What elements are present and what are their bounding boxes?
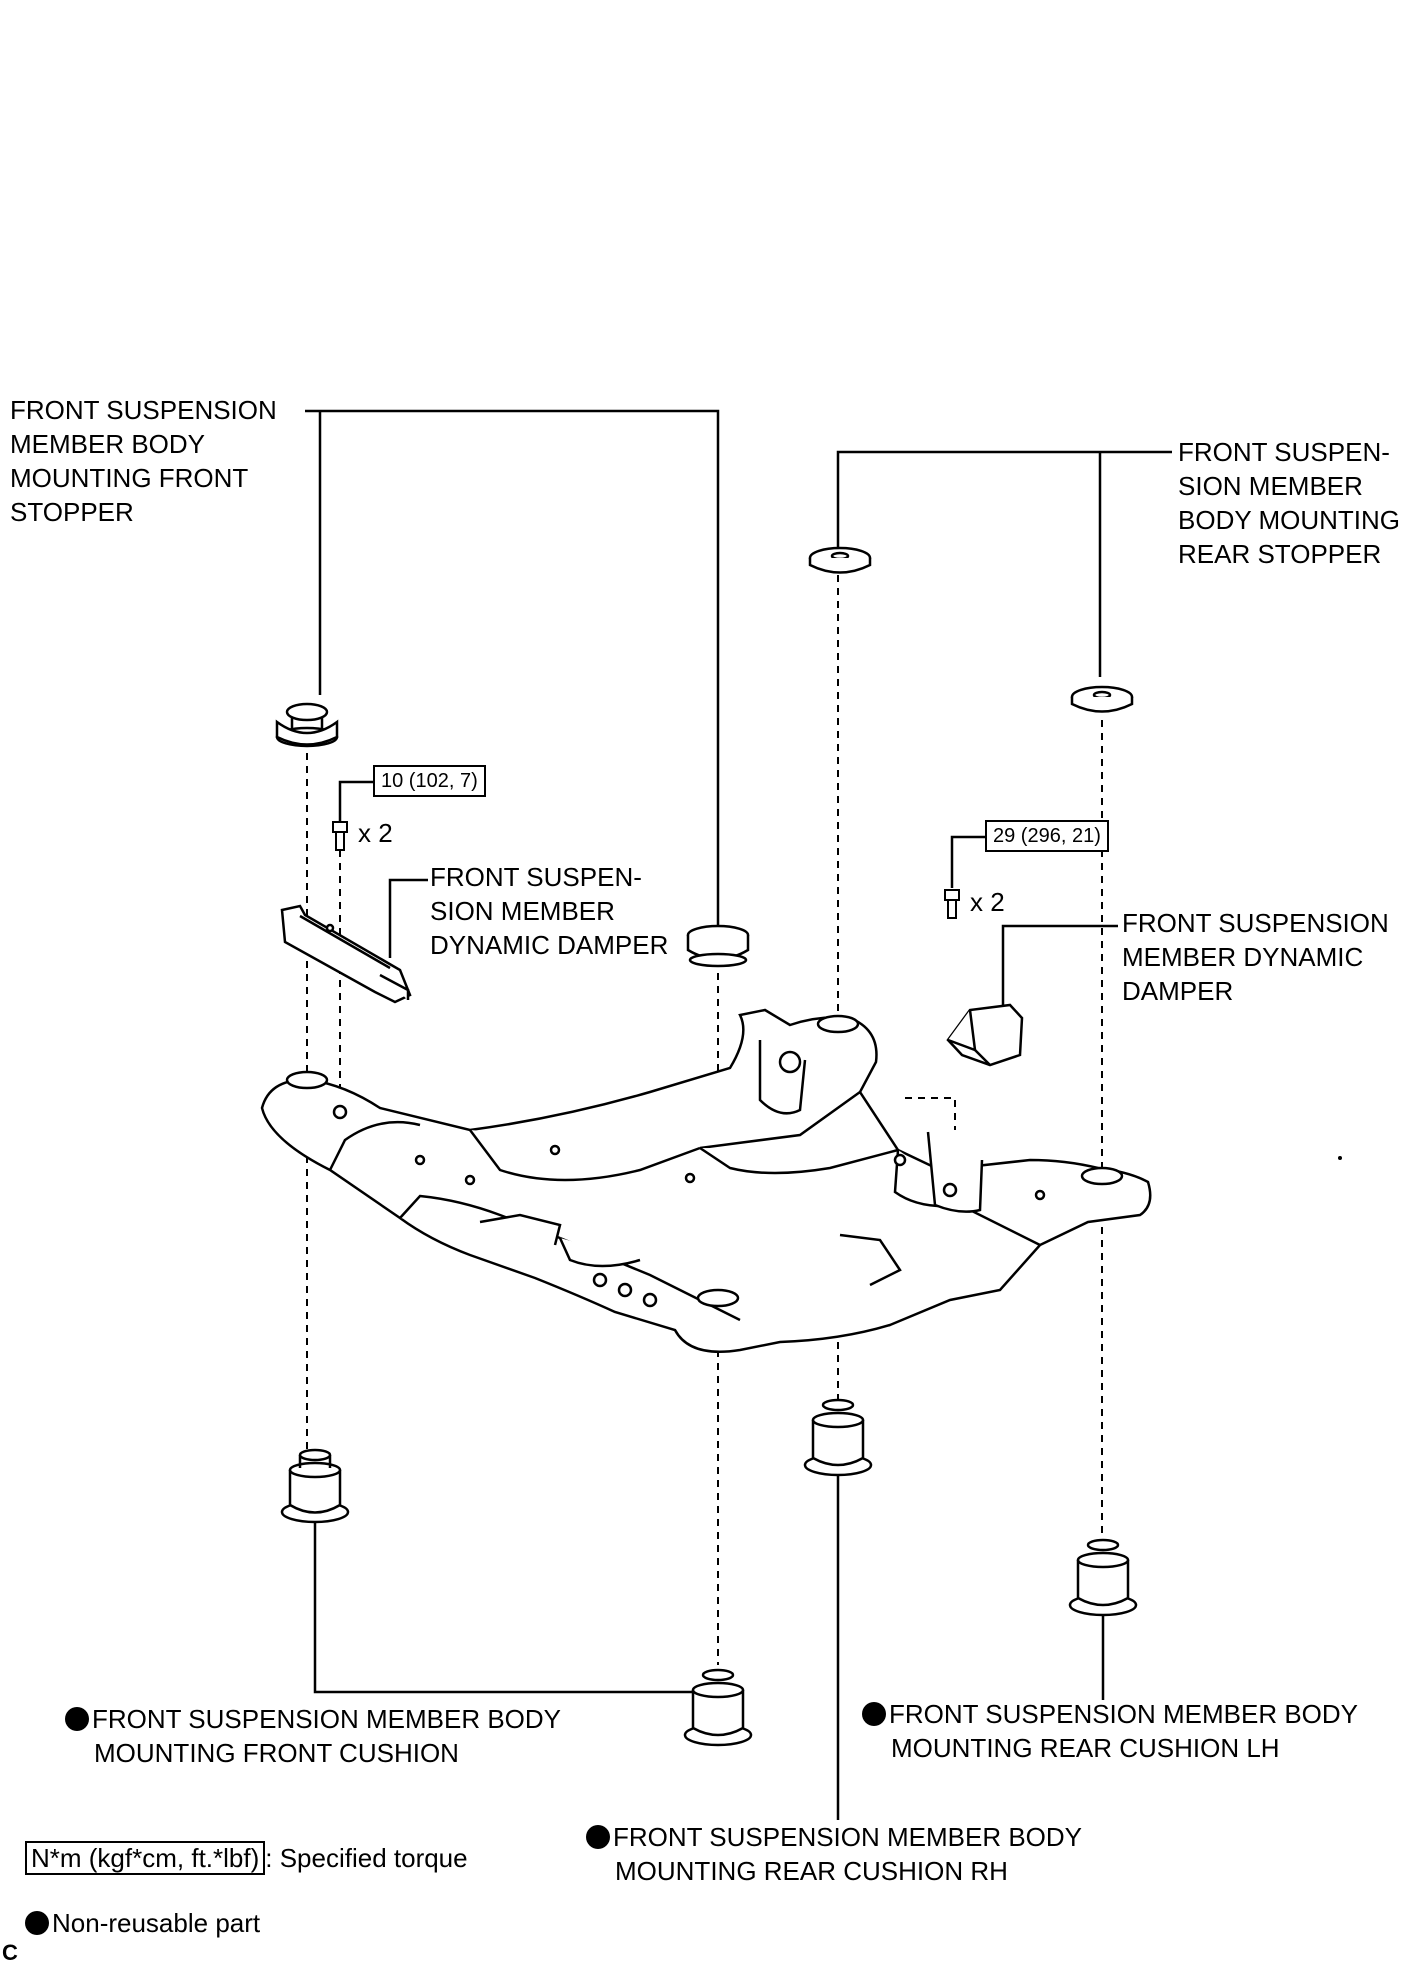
suspension-member (260, 1008, 1152, 1354)
label-damper-right: FRONT SUSPENSION MEMBER DYNAMIC DAMPER (1122, 908, 1389, 1006)
torque-box-left: 10 (102, 7) (373, 765, 486, 797)
bolt-right (944, 889, 960, 919)
rear-stopper-left (808, 546, 872, 574)
front-stopper-right (686, 924, 750, 968)
label-rear-cushion-rh: FRONT SUSPENSION MEMBER BODY MOUNTING RE… (586, 1820, 1082, 1888)
non-reusable-dot-icon (65, 1707, 89, 1731)
stray-dot (1338, 1156, 1342, 1160)
leader-damper-right (1001, 924, 1118, 1042)
quantity-left: x 2 (358, 818, 393, 848)
corner-mark: C (2, 1940, 18, 1963)
leader-damper-left (388, 878, 428, 958)
legend-torque-unit: N*m (kgf*cm, ft.*lbf) (25, 1841, 266, 1875)
rear-cushion-lh (1068, 1538, 1138, 1617)
non-reusable-dot-icon (25, 1911, 49, 1935)
non-reusable-dot-icon (862, 1702, 886, 1726)
dynamic-damper-right (946, 1003, 1024, 1067)
front-cushion-left (280, 1448, 350, 1524)
bolt-left (332, 821, 348, 851)
torque-box-right: 29 (296, 21) (985, 820, 1109, 852)
align-line-damper-right (905, 1097, 956, 1130)
leader-torque-right (950, 835, 985, 888)
rear-cushion-rh (803, 1398, 873, 1477)
non-reusable-dot-icon (586, 1825, 610, 1849)
label-front-cushion: FRONT SUSPENSION MEMBER BODY MOUNTING FR… (65, 1702, 561, 1770)
leader-front-cushion (313, 1520, 693, 1694)
leader-torque-left (338, 780, 373, 827)
label-front-stopper: FRONT SUSPENSION MEMBER BODY MOUNTING FR… (10, 395, 277, 527)
quantity-right: x 2 (970, 887, 1005, 917)
dynamic-damper-left (280, 904, 412, 1004)
label-damper-left: FRONT SUSPEN- SION MEMBER DYNAMIC DAMPER (430, 862, 669, 960)
leader-front-stopper-right (305, 409, 720, 930)
legend-torque-desc: : Specified torque (265, 1843, 468, 1873)
label-rear-stopper: FRONT SUSPEN- SION MEMBER BODY MOUNTING … (1178, 437, 1400, 569)
rear-stopper-right (1070, 685, 1134, 713)
leader-rear-stopper (836, 450, 1172, 572)
front-cushion-right (683, 1668, 753, 1747)
legend-torque: N*m (kgf*cm, ft.*lbf): Specified torque (25, 1841, 468, 1875)
legend-non-reusable: Non-reusable part (25, 1908, 260, 1939)
label-rear-cushion-lh: FRONT SUSPENSION MEMBER BODY MOUNTING RE… (862, 1697, 1358, 1765)
front-stopper-left (275, 702, 339, 748)
